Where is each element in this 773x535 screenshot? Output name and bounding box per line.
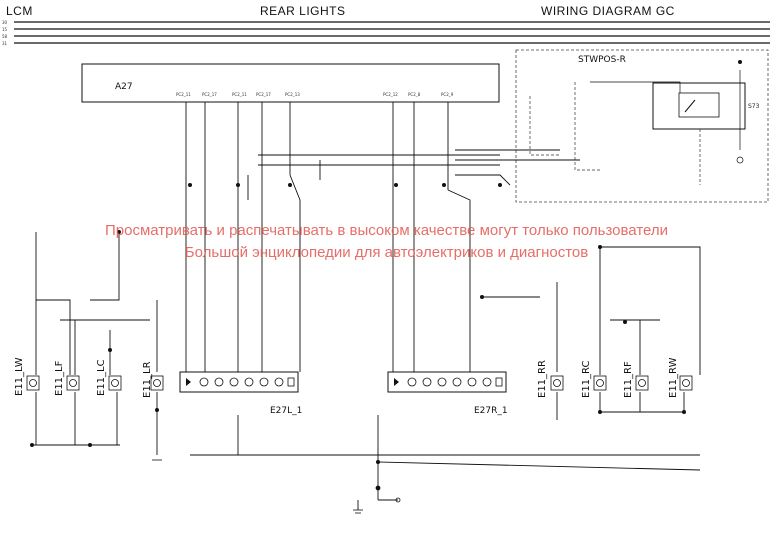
- rail-labels: 30 15 58 31: [2, 20, 8, 46]
- lamp-label-lr: E11_LR: [142, 361, 153, 398]
- right-cluster-label: E27R_1: [474, 406, 508, 416]
- lamp-labels: E11_LW E11_LF E11_LC E11_LR E11_RR E11_R…: [14, 357, 679, 398]
- svg-text:PC2_8: PC2_8: [408, 92, 421, 97]
- svg-text:58: 58: [2, 34, 8, 39]
- svg-text:PC2_9: PC2_9: [441, 92, 454, 97]
- lamp-label-lf: E11_LF: [54, 360, 65, 396]
- svg-text:PC2_17: PC2_17: [256, 92, 271, 97]
- left-cluster: E27L_1: [179, 371, 302, 416]
- svg-text:PC2_17: PC2_17: [202, 92, 217, 97]
- lamp-label-rc: E11_RC: [581, 361, 592, 398]
- a27-label: A27: [115, 82, 133, 92]
- junction-dots: [30, 183, 686, 464]
- lamp-label-rr: E11_RR: [537, 360, 548, 398]
- svg-text:PC2_11: PC2_11: [232, 92, 247, 97]
- right-cluster: E27R_1: [387, 371, 508, 416]
- left-cluster-label: E27L_1: [270, 406, 302, 416]
- svg-text:30: 30: [2, 20, 8, 25]
- watermark-line-1: Просматривать и распечатывать в высоком …: [104, 222, 668, 239]
- header-left: LCM: [6, 4, 33, 18]
- s73-label: S73: [748, 103, 760, 110]
- watermark-line-2: Большой энциклопедии для автоэлектриков …: [184, 244, 589, 261]
- power-rails: [14, 21, 770, 44]
- right-lamp-wires: [482, 246, 701, 420]
- svg-text:31: 31: [2, 41, 8, 46]
- lamp-label-lc: E11_LC: [96, 359, 107, 396]
- a27-wires: [185, 102, 580, 372]
- left-lamp-wires: [32, 232, 158, 455]
- a27-module: A27 PC2_11 PC2_17 PC2_11 PC2_17 PC2_13 PC2_…: [81, 63, 500, 103]
- lamp-label-rw: E11_RW: [668, 357, 679, 398]
- header-center: REAR LIGHTS: [260, 4, 346, 18]
- header-right: WIRING DIAGRAM GC: [541, 4, 675, 18]
- switch-area: STWPOS-R S73: [515, 49, 769, 203]
- ground-symbols: [152, 459, 401, 514]
- svg-text:PC2_11: PC2_11: [176, 92, 191, 97]
- svg-text:PC2_12: PC2_12: [383, 92, 398, 97]
- svg-text:15: 15: [2, 27, 8, 32]
- ground-bus: [190, 415, 701, 510]
- svg-text:PC2_13: PC2_13: [285, 92, 300, 97]
- lamp-label-rf: E11_RF: [623, 361, 634, 398]
- single-lamps: [26, 375, 693, 391]
- lamp-label-lw: E11_LW: [14, 357, 25, 396]
- switch-title: STWPOS-R: [578, 55, 626, 65]
